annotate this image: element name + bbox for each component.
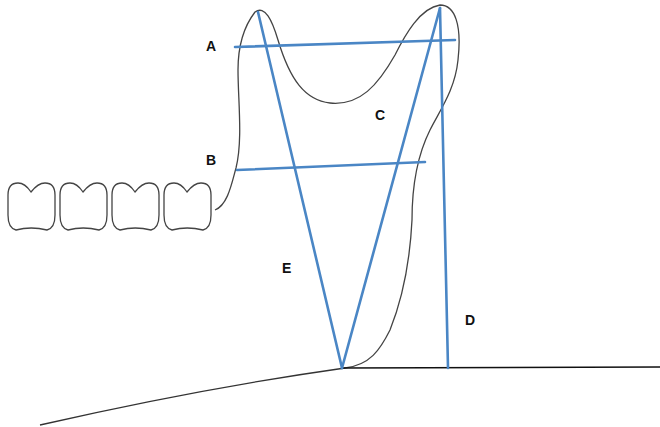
reference-baseline: [342, 367, 660, 368]
line-d: [440, 8, 448, 368]
tooth-outline: [8, 183, 55, 230]
ramus-outline: [215, 5, 459, 368]
line-e: [258, 12, 342, 368]
mandible-lower-border: [40, 368, 345, 425]
callout-letter: B: [206, 153, 216, 167]
callout-letter: D: [465, 313, 475, 327]
tooth-outline: [60, 183, 107, 230]
callout-letter: E: [282, 261, 291, 275]
measurement-lines: [235, 8, 455, 368]
callout-letter: A: [206, 39, 216, 53]
tooth-outline: [112, 183, 159, 230]
line-diagonal: [342, 8, 440, 368]
line-a: [235, 40, 455, 47]
teeth: [8, 183, 211, 230]
callout-letter: C: [375, 108, 385, 122]
tooth-outline: [164, 183, 211, 230]
